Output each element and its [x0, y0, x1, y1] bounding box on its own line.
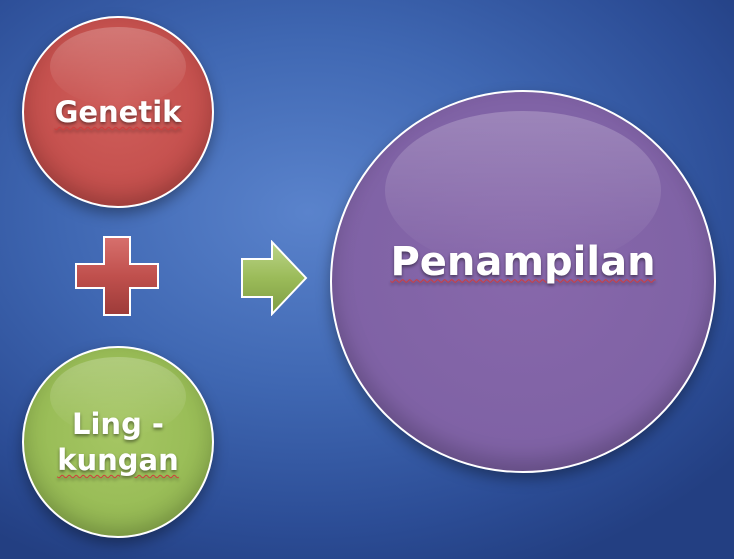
genetik-circle: Genetik: [22, 16, 214, 208]
genetik-label: Genetik: [54, 94, 182, 129]
plus-icon: [75, 236, 159, 316]
lingkungan-circle: Ling - kungan: [22, 346, 214, 538]
lingkungan-label-line2: kungan: [57, 443, 179, 477]
arrow-right-icon: [241, 240, 308, 316]
penampilan-label: Penampilan: [390, 238, 656, 285]
lingkungan-label: Ling - kungan: [57, 406, 179, 479]
lingkungan-label-line1: Ling -: [72, 406, 164, 441]
penampilan-circle: Penampilan: [330, 90, 716, 473]
